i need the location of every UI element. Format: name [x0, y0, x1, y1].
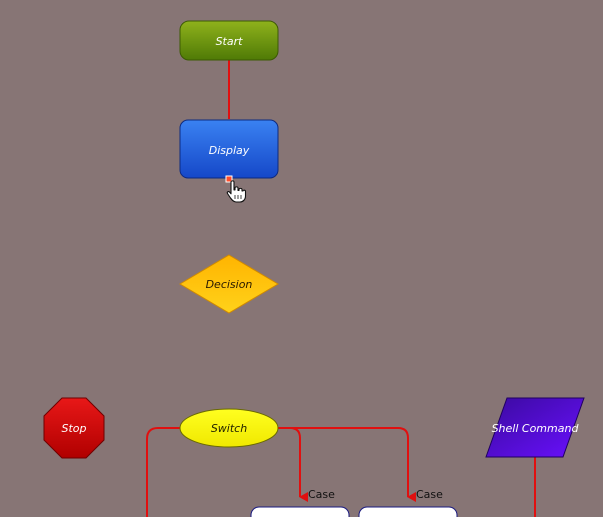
node-display[interactable]: Display	[179, 119, 279, 183]
node-decision[interactable]: Decision	[179, 254, 279, 314]
case-1-shape	[250, 506, 350, 517]
shell-command-shape	[485, 397, 585, 458]
stop-octagon-shape	[43, 397, 105, 459]
case-2-shape	[358, 506, 458, 517]
shell-command-label: Shell Command	[492, 422, 580, 435]
display-label: Display	[209, 144, 250, 157]
edge-switch-left[interactable]	[146, 427, 180, 517]
connectors	[146, 60, 536, 517]
node-switch[interactable]: Switch	[179, 408, 279, 448]
connection-handle[interactable]	[225, 175, 233, 183]
node-case-2[interactable]	[358, 506, 458, 517]
case-label-1: Case	[308, 488, 335, 501]
stop-label: Stop	[61, 422, 86, 435]
decision-shape	[179, 254, 279, 314]
edge-switch-case-2[interactable]	[290, 427, 416, 502]
node-stop[interactable]: Stop	[43, 397, 105, 459]
node-shell-command[interactable]: Shell Command	[485, 397, 585, 458]
node-case-1[interactable]	[250, 506, 350, 517]
decision-label: Decision	[206, 278, 253, 291]
node-start[interactable]: Start	[179, 20, 279, 61]
start-shape	[179, 20, 279, 61]
switch-shape	[179, 408, 279, 448]
switch-label: Switch	[211, 422, 247, 435]
start-label: Start	[216, 35, 244, 48]
edge-switch-case-1[interactable]	[278, 427, 308, 502]
case-label-2: Case	[416, 488, 443, 501]
hand-pointer-icon	[226, 180, 247, 203]
